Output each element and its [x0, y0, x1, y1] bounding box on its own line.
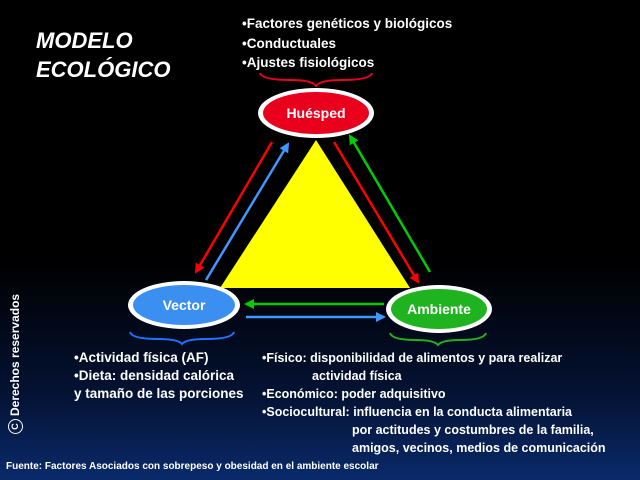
vector-node: Vector: [128, 281, 240, 329]
vector-label: Vector: [163, 297, 206, 313]
vector-factor-item: y tamaño de las porciones: [74, 386, 244, 401]
environment-brace: [389, 332, 487, 347]
arrow-vector-to-host: [204, 142, 290, 281]
host-factor-item: •Ajustes fisiológicos: [242, 55, 375, 70]
arrow-environment-to-host: [348, 134, 432, 273]
vector-factors-list: •Actividad física (AF) •Dieta: densidad …: [74, 349, 244, 403]
environment-factor-sociocultural: •Sociocultural: influencia en la conduct…: [262, 405, 573, 419]
environment-label: Ambiente: [407, 301, 471, 317]
environment-factor-physical: •Físico: disponibilidad de alimentos y p…: [262, 351, 563, 365]
arrow-host-to-environment: [332, 141, 420, 284]
vector-factor-item: •Actividad física (AF): [74, 350, 209, 365]
environment-factor-sociocultural-cont: amigos, vecinos, medios de comunicación: [352, 441, 606, 455]
host-brace: [259, 72, 373, 88]
environment-factors-list: •Físico: disponibilidad de alimentos y p…: [262, 349, 606, 457]
arrow-host-to-vector: [194, 141, 274, 274]
host-factor-item: •Conductuales: [242, 35, 336, 51]
copyright-icon: C: [8, 419, 24, 434]
diagram-title: MODELO ECOLÓGICO: [36, 26, 170, 84]
source-caption: Fuente: Factores Asociados con sobrepeso…: [6, 461, 379, 472]
central-triangle: [220, 140, 410, 288]
host-label: Huésped: [286, 105, 345, 121]
environment-factor-sociocultural-cont: por actitudes y costumbres de la familia…: [352, 423, 594, 437]
vector-brace: [129, 331, 235, 346]
host-factor-item: •Factores genéticos y biológicos: [242, 16, 453, 31]
copyright-notice: C Derechos reservados: [4, 286, 26, 434]
title-line-1: MODELO: [36, 28, 133, 53]
environment-factor-economic: •Económico: poder adquisitivo: [262, 387, 446, 401]
host-factors-list: •Factores genéticos y biológicos •Conduc…: [242, 14, 452, 73]
copyright-text: Derechos reservados: [8, 293, 22, 416]
environment-node: Ambiente: [386, 285, 492, 333]
title-line-2: ECOLÓGICO: [36, 57, 171, 82]
vector-factor-item: •Dieta: densidad calórica: [74, 368, 235, 383]
environment-factor-physical-cont: actividad física: [312, 369, 402, 383]
host-node: Huésped: [258, 88, 374, 138]
